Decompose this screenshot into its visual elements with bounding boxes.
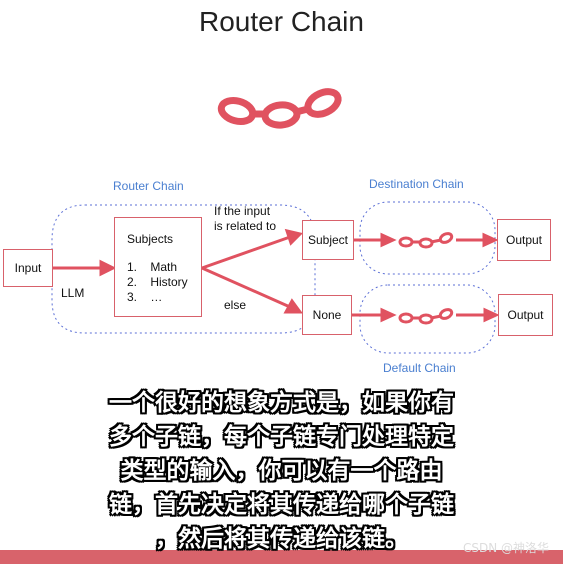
none-label: None xyxy=(312,308,342,322)
else-label: else xyxy=(224,298,247,312)
caption-line: 一个很好的想象方式是，如果你有 xyxy=(109,390,454,416)
output-bottom-label: Output xyxy=(507,308,544,322)
subject-item: 2. History xyxy=(127,275,188,289)
default-chain-label: Default Chain xyxy=(383,361,456,375)
subject-item: 1. Math xyxy=(127,260,178,274)
page-title: Router Chain xyxy=(199,6,364,37)
subjects-title: Subjects xyxy=(127,232,174,246)
router-chain-label: Router Chain xyxy=(113,179,184,193)
chain-link-icon xyxy=(217,88,342,129)
subjects-node: Subjects 1. Math 2. History 3. … xyxy=(114,217,202,317)
subtitle-caption: 一个很好的想象方式是，如果你有 多个子链，每个子链专门处理特定 类型的输入，你可… xyxy=(0,386,563,556)
destination-chain-label: Destination Chain xyxy=(369,177,464,191)
subject-item: 3. … xyxy=(127,290,163,304)
caption-line: ，然后将其传递给该链。 xyxy=(155,526,408,552)
subject-node: Subject xyxy=(302,220,354,260)
output-bottom-node: Output xyxy=(498,294,553,336)
condition-line-2: is related to xyxy=(214,219,277,233)
destination-chain-group xyxy=(359,201,496,275)
none-node: None xyxy=(302,295,352,335)
condition-line-1: If the input xyxy=(214,204,271,218)
caption-line: 类型的输入，你可以有一个路由 xyxy=(120,458,443,484)
output-top-node: Output xyxy=(497,219,551,261)
input-label: Input xyxy=(14,261,42,275)
output-top-label: Output xyxy=(505,233,543,247)
watermark: CSDN @神洛华 xyxy=(462,541,549,555)
default-chain-icon xyxy=(398,308,454,325)
input-node: Input xyxy=(3,249,53,287)
subject-label: Subject xyxy=(307,233,349,247)
llm-label: LLM xyxy=(61,286,85,300)
default-chain-group xyxy=(359,284,496,354)
destination-chain-icon xyxy=(398,232,454,249)
caption-line: 链，首先决定将其传递给哪个子链 xyxy=(109,492,454,518)
bottom-bar xyxy=(0,550,563,564)
caption-line: 多个子链，每个子链专门处理特定 xyxy=(109,424,454,450)
